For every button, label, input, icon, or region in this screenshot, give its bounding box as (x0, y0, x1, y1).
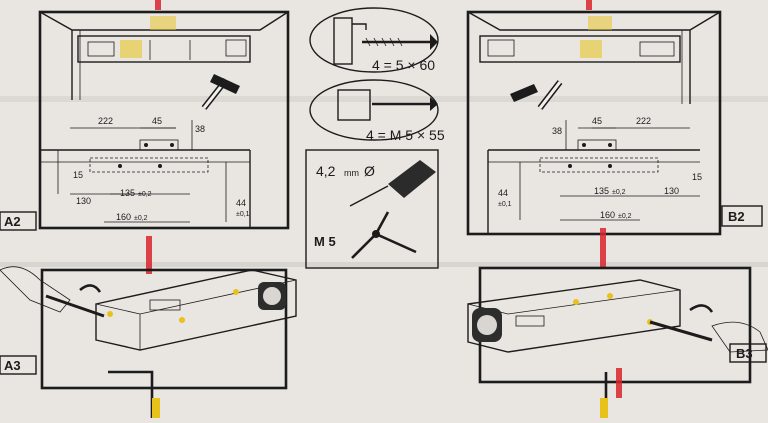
panel-label-b3: B3 (736, 346, 753, 361)
dim-160-tolerance-right: ±0,2 (618, 213, 632, 220)
panel-a2: 222 45 38 15 130 135 ±0,2 160 ±0,2 44 ±0… (0, 0, 290, 274)
panel-label-a3: A3 (4, 358, 21, 373)
screwdriver-icon (45, 294, 105, 318)
panel-b2: 222 45 38 15 130 135 ±0,2 160 ±0,2 44 ±0… (466, 0, 763, 268)
panel-a3: A3 (0, 266, 297, 418)
dim-44-tolerance: ±0,1 (236, 211, 250, 218)
dim-45-right: 45 (592, 116, 602, 126)
dim-15-right: 15 (692, 172, 702, 182)
metric-screw-spec: 4 = M 5 × 55 (366, 127, 445, 143)
dim-222-right: 222 (636, 116, 651, 126)
dim-135: 135 (120, 188, 135, 198)
dim-44-tolerance-right: ±0,1 (498, 201, 512, 208)
hammer-icon-right (510, 80, 563, 110)
panel-b3: B3 (467, 266, 768, 418)
dim-222: 222 (98, 116, 113, 126)
dim-38-right: 38 (552, 126, 562, 136)
dim-160: 160 (116, 212, 131, 222)
wood-screw-spec: 4 = 5 × 60 (372, 57, 435, 73)
hammer-icon (201, 74, 240, 110)
dim-160-tolerance: ±0,2 (134, 215, 148, 222)
dim-44-right: 44 (498, 188, 508, 198)
dim-135-tolerance-right: ±0,2 (612, 189, 626, 196)
dim-44: 44 (236, 198, 246, 208)
dim-15: 15 (73, 170, 83, 180)
dim-38: 38 (195, 124, 205, 134)
dim-45: 45 (152, 116, 162, 126)
screwdriver-icon-right (649, 320, 713, 342)
metric-screw-icon (372, 97, 438, 111)
dim-135-tolerance: ±0,2 (138, 191, 152, 198)
drill-symbol: Ø (364, 163, 375, 179)
dim-130-right: 130 (664, 186, 679, 196)
dim-160-right: 160 (600, 210, 615, 220)
door-closer-body (95, 269, 297, 351)
door-closer-body-right (467, 279, 681, 353)
tap-wrench-icon (351, 211, 417, 259)
wood-screw-icon (362, 34, 438, 50)
drill-icon (349, 160, 436, 207)
panel-label-b2: B2 (728, 209, 745, 224)
panel-label-a2: A2 (4, 214, 21, 229)
tap-label: M 5 (314, 234, 336, 249)
drill-size: 4,2 (316, 163, 336, 179)
panel-center: 4 = 5 × 60 4 = M 5 × 55 4,2 mm Ø M 5 (305, 7, 445, 269)
dim-135-right: 135 (594, 186, 609, 196)
drill-unit: mm (344, 168, 359, 178)
dim-130: 130 (76, 196, 91, 206)
